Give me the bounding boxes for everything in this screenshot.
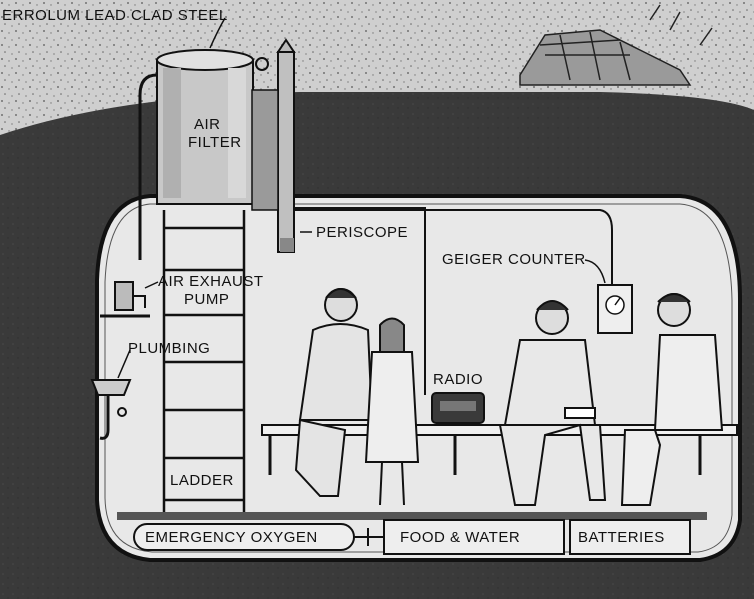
air-filter-tank	[138, 49, 269, 260]
geiger-counter-box	[597, 284, 633, 334]
label-batteries: BATTERIES	[578, 529, 665, 546]
label-air-filter-line2: FILTER	[188, 134, 242, 151]
label-geiger-counter: GEIGER COUNTER	[442, 251, 586, 268]
label-air-exhaust-line1: AIR EXHAUST	[158, 273, 264, 290]
floor-storage	[117, 512, 707, 555]
man-seated	[498, 300, 607, 506]
label-food-water: FOOD & WATER	[400, 529, 521, 546]
plumbing-sink	[90, 379, 132, 440]
air-exhaust-pump	[100, 281, 150, 318]
label-air-filter: AIR FILTER	[188, 116, 242, 152]
label-ladder: LADDER	[170, 472, 234, 489]
label-periscope: PERISCOPE	[316, 224, 409, 241]
label-plumbing: PLUMBING	[128, 340, 211, 357]
girl-standing	[364, 317, 420, 506]
woman-seated	[294, 288, 374, 497]
label-radio: RADIO	[433, 371, 484, 388]
periscope-pipe	[251, 38, 296, 253]
radio-set	[431, 392, 485, 424]
label-air-filter-line1: AIR	[194, 116, 221, 133]
label-wall: ERROLUM LEAD CLAD STEEL	[2, 7, 228, 24]
label-emergency-oxygen: EMERGENCY OXYGEN	[145, 529, 318, 546]
label-air-exhaust-line2: PUMP	[184, 291, 230, 308]
ladder	[162, 210, 246, 515]
geiger-wire	[294, 209, 613, 285]
label-air-exhaust-pump: AIR EXHAUST PUMP	[158, 273, 264, 309]
radio-wire	[294, 207, 426, 395]
leader-lines	[117, 17, 606, 379]
rubble	[519, 4, 713, 86]
man-seated-right	[620, 293, 724, 506]
shelter-capsule	[95, 194, 742, 562]
